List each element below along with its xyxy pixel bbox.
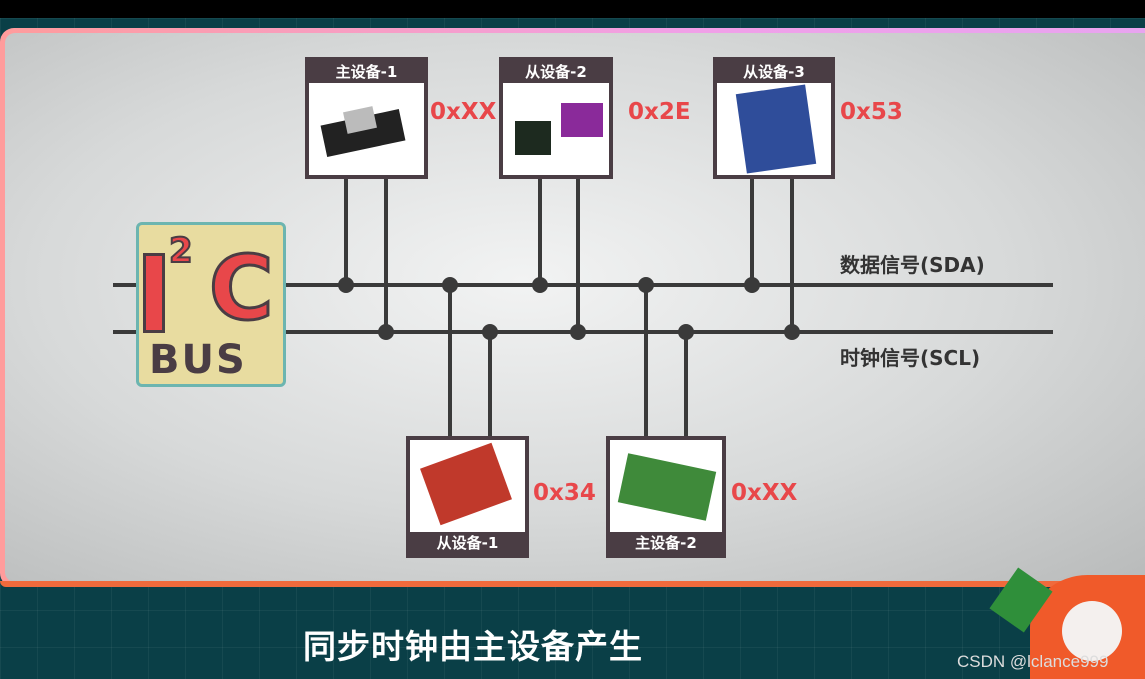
logo-letter-i <box>143 253 165 333</box>
junction-dot <box>784 324 800 340</box>
junction-dot <box>442 277 458 293</box>
subtitle-caption: 同步时钟由主设备产生 <box>303 627 643 666</box>
device-title: 从设备-2 <box>525 63 587 81</box>
logo-letter-c: C <box>208 237 276 340</box>
junction-dot <box>338 277 354 293</box>
i2c-bus-logo: 2 C BUS <box>136 222 286 387</box>
device-title: 主设备-2 <box>635 534 697 552</box>
device-address: 0x2E <box>628 99 691 125</box>
csdn-watermark: CSDN @lclance999 <box>957 652 1109 671</box>
video-top-bar <box>0 0 1145 18</box>
esp32-board-image <box>309 83 424 175</box>
red-board-image <box>410 440 525 532</box>
device-slave-3: 从设备-3 <box>713 57 835 179</box>
scl-label: 时钟信号(SCL) <box>840 346 981 370</box>
junction-dot <box>532 277 548 293</box>
gy-sensor-image <box>717 83 831 175</box>
junction-dot <box>678 324 694 340</box>
device-title: 从设备-1 <box>436 534 499 552</box>
junction-dot <box>744 277 760 293</box>
device-title: 从设备-3 <box>743 63 805 81</box>
device-master-2: 主设备-2 <box>606 436 726 558</box>
device-slave-2: 从设备-2 <box>499 57 613 179</box>
device-address: 0x34 <box>533 480 596 506</box>
device-address: 0xXX <box>731 480 798 506</box>
junction-dot <box>378 324 394 340</box>
device-master-1: 主设备-1 <box>305 57 428 179</box>
logo-bus-text: BUS <box>149 337 247 383</box>
logo-superscript-2: 2 <box>168 230 194 272</box>
junction-dot <box>638 277 654 293</box>
device-address: 0x53 <box>840 99 903 125</box>
device-address: 0xXX <box>430 99 497 125</box>
junction-dot <box>570 324 586 340</box>
sensor-boards-image <box>503 83 609 175</box>
device-title: 主设备-1 <box>335 63 398 81</box>
raspberry-pi-image <box>610 440 722 532</box>
device-slave-1: 从设备-1 <box>406 436 529 558</box>
junction-dot <box>482 324 498 340</box>
sda-label: 数据信号(SDA) <box>840 253 985 277</box>
